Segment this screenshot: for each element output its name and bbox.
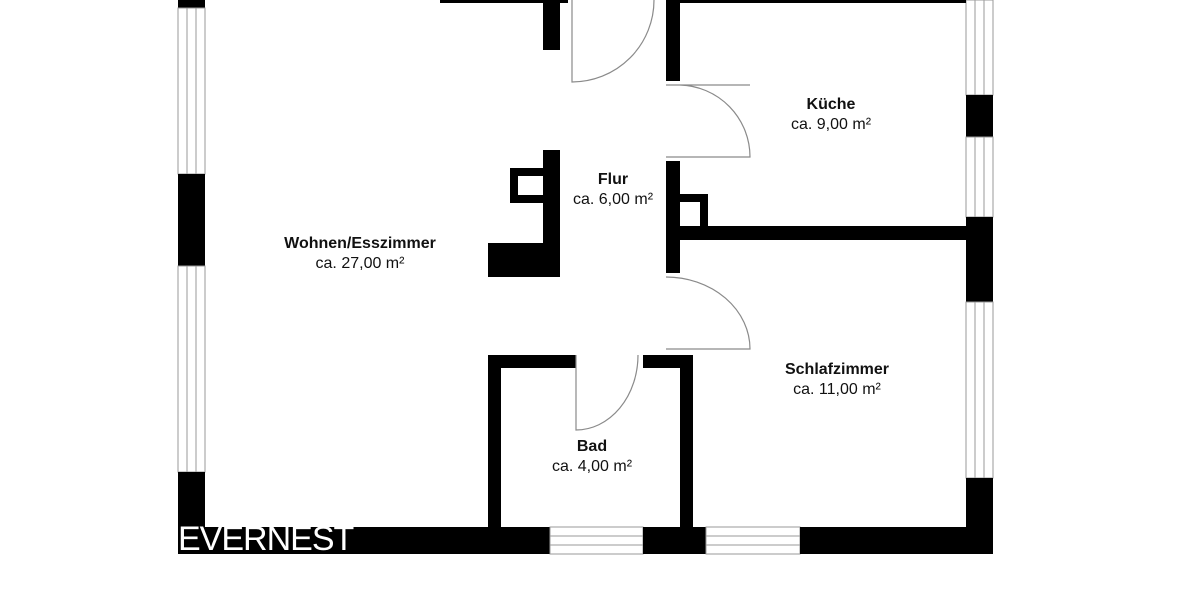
window-bottom-schlaf [705, 526, 801, 555]
wall-top-left [440, 0, 568, 3]
door-bad [575, 354, 639, 431]
shaft-right-top [680, 194, 708, 202]
room-label-kueche: Küche ca. 9,00 m² [791, 95, 871, 135]
door-entrance [571, 0, 655, 83]
window-right-1 [965, 0, 994, 96]
window-right-3 [965, 301, 994, 479]
wall-bottom-mid [643, 527, 706, 554]
room-name: Flur [597, 171, 629, 188]
wall-bad-right [680, 355, 693, 530]
wall-right-1 [966, 95, 993, 137]
wall-bad-left [488, 355, 501, 530]
window-right-2 [965, 136, 994, 218]
room-area: ca. 27,00 m² [315, 255, 405, 272]
shaft-left-top [510, 168, 543, 176]
wall-right-3 [966, 478, 993, 554]
wall-flur-mid [666, 161, 680, 273]
brand-logo: EVERNEST [178, 520, 354, 558]
wall-bottom-left [178, 527, 550, 554]
wall-kueche-schlaf [680, 226, 970, 240]
room-name: Schlafzimmer [784, 361, 890, 378]
wall-left-mid [178, 174, 205, 266]
wall-top-right [666, 0, 966, 3]
wall-left-top [178, 0, 205, 8]
room-label-bad: Bad ca. 4,00 m² [552, 437, 632, 477]
room-name: Küche [806, 96, 856, 113]
room-label-wohnen: Wohnen/Esszimmer ca. 27,00 m² [284, 234, 436, 274]
room-label-schlafzimmer: Schlafzimmer ca. 11,00 m² [785, 360, 889, 400]
window-left-1 [177, 7, 206, 175]
room-area: ca. 11,00 m² [793, 381, 881, 398]
shaft-left-bottom [510, 195, 543, 203]
wall-right-2 [966, 217, 993, 302]
room-name: Wohnen/Esszimmer [284, 235, 436, 252]
door-schlafzimmer [665, 276, 751, 350]
room-area: ca. 6,00 m² [572, 191, 654, 208]
shaft-left-base [488, 243, 560, 277]
room-area: ca. 4,00 m² [551, 458, 633, 475]
shaft-left-side [510, 168, 518, 203]
window-left-2 [177, 265, 206, 473]
wall-bad-top-left [488, 355, 576, 368]
shaft-right-side [700, 194, 708, 228]
room-label-flur: Flur ca. 6,00 m² [573, 170, 653, 210]
wall-top-stub [543, 0, 560, 50]
room-area: ca. 9,00 m² [790, 116, 872, 133]
wall-bottom-right [800, 527, 993, 554]
window-bottom-bad [549, 526, 644, 555]
wall-flur-kueche [666, 0, 680, 81]
door-kueche [666, 84, 751, 158]
room-name: Bad [576, 438, 608, 455]
